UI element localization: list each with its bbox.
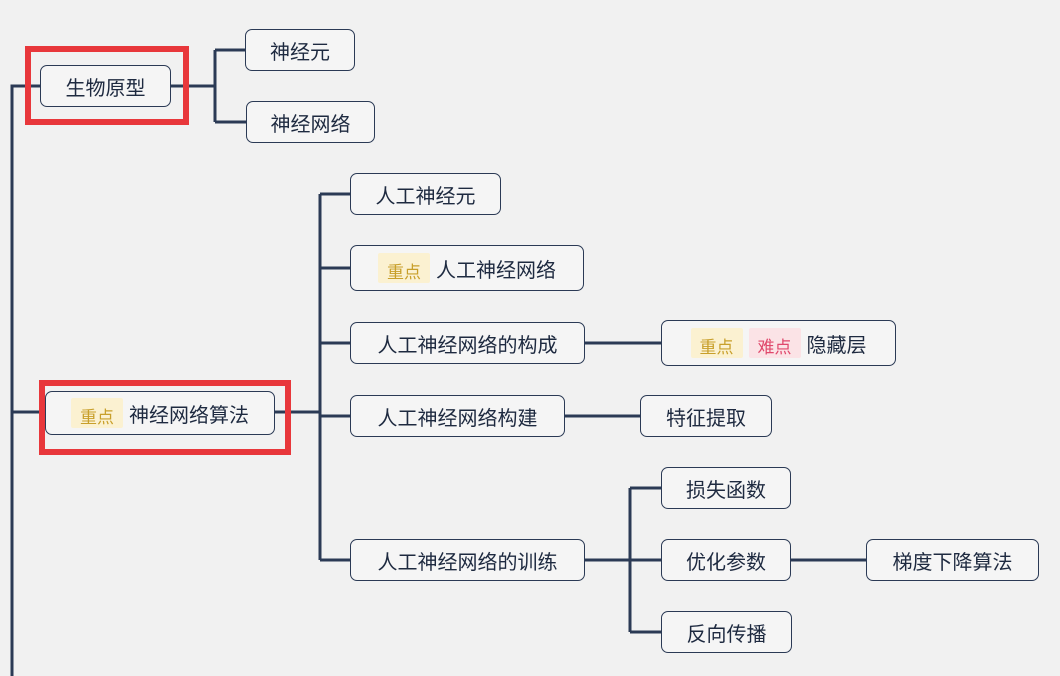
node-label: 优化参数 <box>686 549 766 574</box>
tag-key-point: 重点 <box>378 253 430 283</box>
node-ann[interactable]: 重点 人工神经网络 <box>350 245 584 291</box>
node-ann-composition[interactable]: 人工神经网络的构成 <box>350 322 585 364</box>
bio-branch <box>171 48 246 124</box>
algo-branch <box>275 192 350 562</box>
node-label: 神经网络算法 <box>129 402 249 427</box>
node-label: 人工神经网络的训练 <box>377 549 558 574</box>
node-label: 梯度下降算法 <box>892 549 1013 574</box>
node-optimize-params[interactable]: 优化参数 <box>661 539 791 581</box>
node-label: 神经元 <box>270 39 330 64</box>
node-feature-extraction[interactable]: 特征提取 <box>640 395 772 437</box>
tag-key-point: 重点 <box>690 328 743 358</box>
node-ann-build[interactable]: 人工神经网络构建 <box>350 395 565 437</box>
node-loss-function[interactable]: 损失函数 <box>661 467 791 509</box>
tag-difficulty: 难点 <box>748 328 801 358</box>
node-label: 人工神经元 <box>375 183 476 208</box>
node-bio-prototype[interactable]: 生物原型 <box>40 65 171 107</box>
trunk-line <box>10 84 40 676</box>
train-branch <box>585 486 661 634</box>
node-label: 生物原型 <box>65 75 146 100</box>
node-label: 特征提取 <box>666 405 746 430</box>
node-ann-training[interactable]: 人工神经网络的训练 <box>350 539 585 581</box>
node-hidden-layer[interactable]: 重点 难点 隐藏层 <box>661 320 896 366</box>
node-backpropagation[interactable]: 反向传播 <box>661 611 792 653</box>
node-nn-algorithm[interactable]: 重点 神经网络算法 <box>45 391 275 435</box>
node-label: 神经网络 <box>270 111 351 136</box>
node-gradient-descent[interactable]: 梯度下降算法 <box>866 539 1039 581</box>
tag-key-point: 重点 <box>71 398 123 428</box>
node-neuron[interactable]: 神经元 <box>245 29 355 71</box>
node-label: 人工神经网络的构成 <box>377 332 558 357</box>
node-label: 人工神经网络 <box>436 257 556 282</box>
node-neural-network[interactable]: 神经网络 <box>246 101 375 143</box>
node-label: 反向传播 <box>686 621 767 646</box>
node-label: 隐藏层 <box>806 332 867 357</box>
node-label: 损失函数 <box>686 477 766 502</box>
node-label: 人工神经网络构建 <box>377 405 538 430</box>
node-artificial-neuron[interactable]: 人工神经元 <box>350 173 501 215</box>
